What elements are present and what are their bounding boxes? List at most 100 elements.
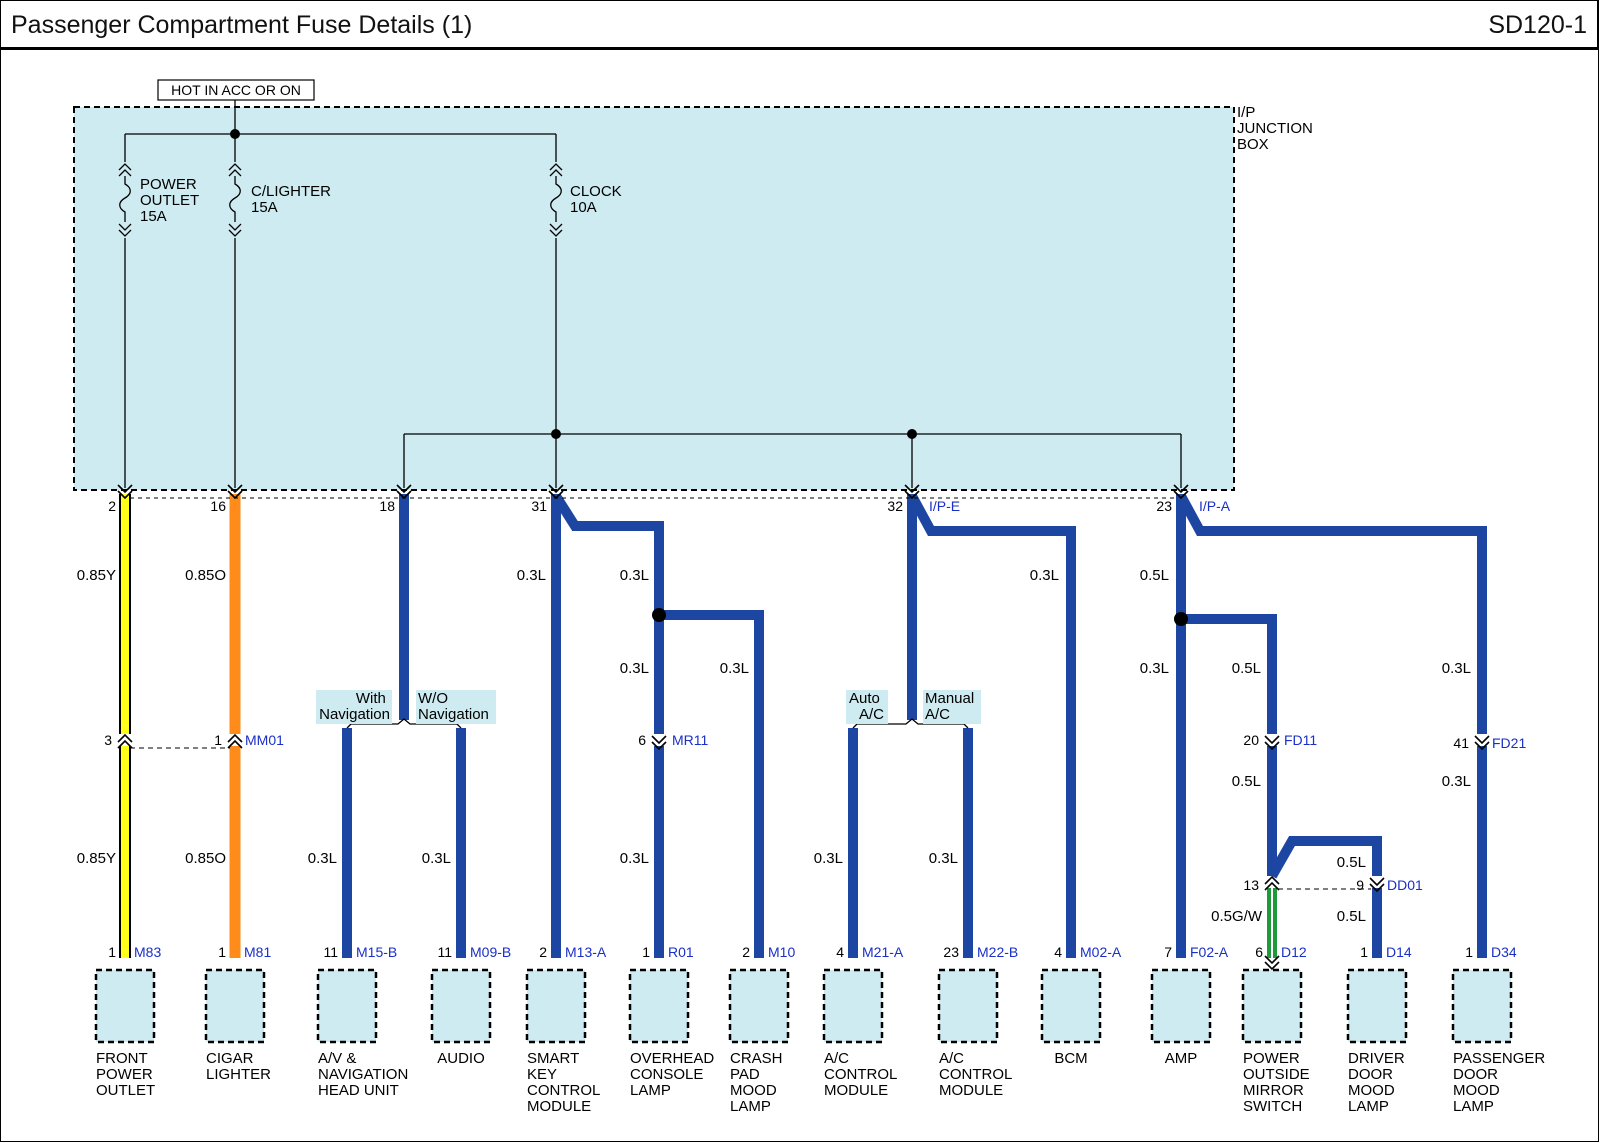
component-box (937, 968, 999, 1044)
component-pin: 6 (1255, 944, 1263, 960)
svg-text:0.85O: 0.85O (185, 567, 226, 584)
splice-node (652, 608, 666, 622)
component-pin: 4 (836, 944, 844, 960)
connector-pin: 13 (1243, 877, 1259, 893)
jb-connector: I/P-E (929, 498, 960, 514)
component-connector: D12 (1281, 944, 1307, 960)
svg-text:0.3L: 0.3L (620, 850, 649, 867)
component-box (1150, 968, 1212, 1044)
component-box (1346, 968, 1408, 1044)
wire-overhead (551, 493, 664, 734)
component-box (1241, 968, 1303, 1044)
connector-id: FD11 (1284, 732, 1317, 748)
jb-connector: I/P-A (1199, 498, 1231, 514)
component-pin: 7 (1164, 944, 1172, 960)
option-bg (923, 690, 981, 724)
option-wo-navigation: W/O Navigation (418, 690, 489, 723)
svg-text:0.85O: 0.85O (185, 850, 226, 867)
component-pin: 1 (642, 944, 650, 960)
jb-pin: 18 (379, 498, 395, 514)
component-connector: M83 (134, 944, 161, 960)
component-connector: R01 (668, 944, 694, 960)
component-connector: D34 (1491, 944, 1517, 960)
component-connector: M15-B (356, 944, 397, 960)
power-source-box (157, 79, 315, 101)
component-connector: M21-A (862, 944, 904, 960)
option-bg (416, 690, 496, 724)
fuse-power-outlet (118, 163, 132, 237)
header-bar: Passenger Compartment Fuse Details (1) S… (0, 0, 1598, 50)
component-connector: M02-A (1080, 944, 1122, 960)
component-name: AUDIO (437, 1050, 485, 1067)
component-box (628, 968, 690, 1044)
wire-driver-door (1267, 836, 1382, 879)
connector-pin: 20 (1243, 732, 1259, 748)
component-pin: 1 (1465, 944, 1473, 960)
svg-text:0.5L: 0.5L (1337, 908, 1366, 925)
connector-id: MM01 (245, 732, 284, 748)
connector-pin: 6 (638, 732, 646, 748)
component-box (728, 968, 790, 1044)
component-connector: M81 (244, 944, 271, 960)
svg-text:0.3L: 0.3L (517, 567, 546, 584)
svg-text:0.5G/W: 0.5G/W (1211, 908, 1263, 925)
component-box (316, 968, 378, 1044)
component-box (822, 968, 884, 1044)
component-pin: 1 (108, 944, 116, 960)
junction-node (907, 429, 917, 439)
component-box (1451, 968, 1513, 1044)
connector-pin: 9 (1356, 877, 1364, 893)
junction-node (230, 129, 240, 139)
component-connector: M22-B (977, 944, 1018, 960)
connector-chevrons (117, 484, 1490, 971)
svg-text:0.3L: 0.3L (1030, 567, 1059, 584)
diagram-code: SD120-1 (1488, 11, 1587, 39)
connector-id: DD01 (1387, 877, 1423, 893)
component-box (94, 968, 156, 1044)
junction-box-label: I/P JUNCTION BOX (1237, 104, 1317, 153)
jb-pin-labels: 2 16 18 31 32 I/P-E 23 I/P-A (108, 498, 1231, 514)
component-connector: F02-A (1190, 944, 1229, 960)
svg-text:0.3L: 0.3L (1442, 773, 1471, 790)
fuse-label-c-lighter: C/LIGHTER 15A (251, 183, 335, 216)
component-connector: D14 (1386, 944, 1412, 960)
svg-text:0.5L: 0.5L (1232, 660, 1261, 677)
option-bg (846, 690, 888, 724)
svg-text:0.3L: 0.3L (422, 850, 451, 867)
option-bg (316, 690, 392, 724)
svg-text:0.5L: 0.5L (1140, 567, 1169, 584)
connector-id: FD21 (1492, 735, 1526, 751)
jb-pin: 32 (887, 498, 903, 514)
component-box (525, 968, 587, 1044)
svg-text:0.3L: 0.3L (1442, 660, 1471, 677)
jb-pin: 23 (1156, 498, 1172, 514)
wire-size-labels: 0.85Y 0.85Y 0.85O 0.85O 0.3L 0.3L 0.3L 0… (77, 567, 1471, 925)
fuse-c-lighter (228, 163, 242, 237)
connector-pin: 3 (104, 732, 112, 748)
component-connector: M13-A (565, 944, 607, 960)
component-pin: 23 (943, 944, 959, 960)
wire-passenger-door (1176, 493, 1487, 734)
page-title: Passenger Compartment Fuse Details (1) (11, 11, 473, 39)
component-pin: 4 (1054, 944, 1062, 960)
component-connector: M10 (768, 944, 795, 960)
component-connector: M09-B (470, 944, 511, 960)
svg-text:0.3L: 0.3L (720, 660, 749, 677)
component-pin: 2 (742, 944, 750, 960)
jb-pin: 16 (210, 498, 226, 514)
